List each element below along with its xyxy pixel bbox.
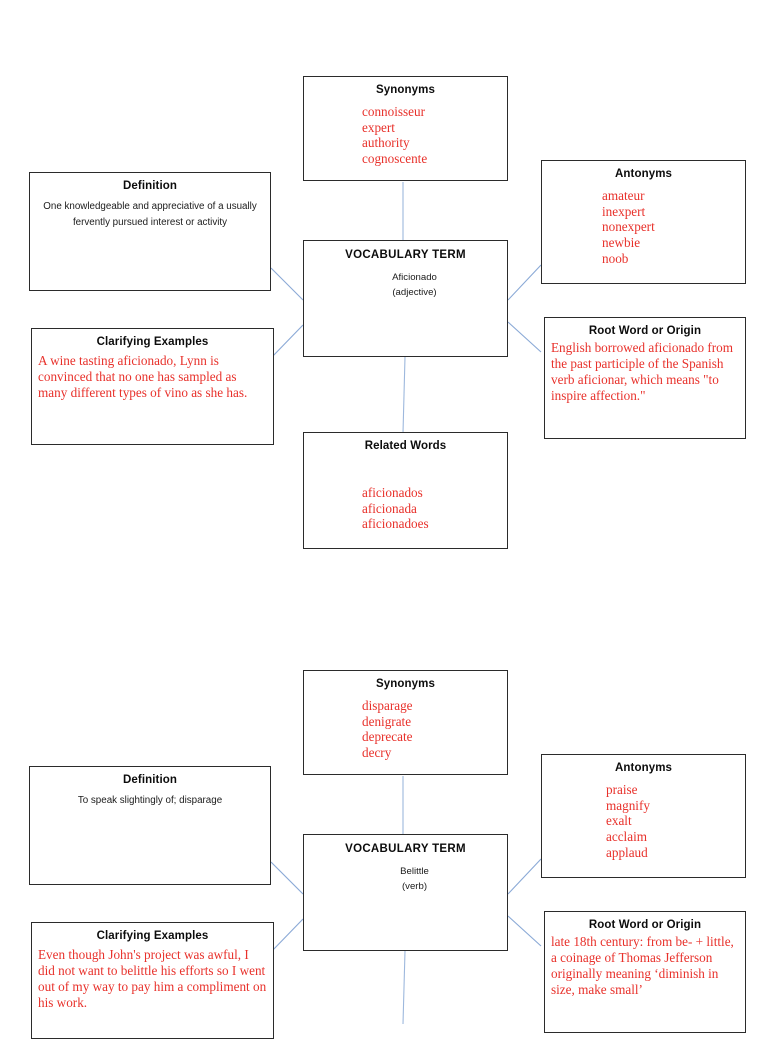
vocabulary-term-part-of-speech: (adjective) xyxy=(392,286,437,298)
antonyms-list: praise magnify exalt acclaim applaud xyxy=(542,775,745,860)
root-word-text: late 18th century: from be- + little, a … xyxy=(551,934,734,997)
antonyms-list: amateur inexpert nonexpert newbie noob xyxy=(542,181,745,266)
related-word-item: aficionadoes xyxy=(362,516,429,532)
antonym-item: nonexpert xyxy=(602,219,655,235)
synonyms-box-belittle: Synonyms disparage denigrate deprecate d… xyxy=(303,670,508,775)
definition-box-belittle: Definition To speak slightingly of; disp… xyxy=(29,766,271,885)
clarifying-examples-title: Clarifying Examples xyxy=(96,930,209,942)
clarifying-examples-box-aficionado: Clarifying Examples A wine tasting afici… xyxy=(31,328,274,445)
synonym-item: connoisseur xyxy=(362,104,425,120)
synonym-item: disparage xyxy=(362,698,413,714)
related-words-list: aficionados aficionada aficionadoes xyxy=(304,453,507,532)
antonym-item: acclaim xyxy=(606,828,647,844)
related-word-item: aficionada xyxy=(362,500,417,516)
vocabulary-term-title: VOCABULARY TERM xyxy=(345,843,466,855)
synonyms-list: disparage denigrate deprecate decry xyxy=(304,691,507,760)
antonym-item: praise xyxy=(606,782,638,798)
antonyms-box-belittle: Antonyms praise magnify exalt acclaim ap… xyxy=(541,754,746,878)
synonym-item: denigrate xyxy=(362,713,412,729)
definition-box-aficionado: Definition One knowledgeable and appreci… xyxy=(29,172,271,291)
synonyms-title: Synonyms xyxy=(376,84,435,96)
definition-title: Definition xyxy=(122,774,178,786)
antonym-item: applaud xyxy=(606,844,648,860)
definition-text: To speak slightingly of; disparage xyxy=(77,795,223,807)
synonym-item: decry xyxy=(362,744,392,760)
vocabulary-term-word: Aficionado xyxy=(392,272,437,284)
root-word-box-belittle: Root Word or Origin late 18th century: f… xyxy=(544,911,746,1033)
root-word-text: English borrowed aficionado from the pas… xyxy=(551,340,734,403)
antonyms-title: Antonyms xyxy=(614,762,673,774)
synonym-item: cognoscente xyxy=(362,150,428,166)
synonyms-title: Synonyms xyxy=(376,678,435,690)
synonym-item: authority xyxy=(362,135,410,151)
related-words-title: Related Words xyxy=(364,440,447,452)
antonym-item: amateur xyxy=(602,188,645,204)
synonyms-list: connoisseur expert authority cognoscente xyxy=(304,97,507,166)
synonym-item: expert xyxy=(362,119,395,135)
related-words-box-aficionado: Related Words aficionados aficionada afi… xyxy=(303,432,508,549)
root-word-box-aficionado: Root Word or Origin English borrowed afi… xyxy=(544,317,746,439)
synonym-item: deprecate xyxy=(362,729,413,745)
root-word-title: Root Word or Origin xyxy=(588,325,702,337)
definition-title: Definition xyxy=(122,180,178,192)
vocabulary-term-part-of-speech: (verb) xyxy=(401,880,428,892)
clarifying-examples-box-belittle: Clarifying Examples Even though John's p… xyxy=(31,922,274,1039)
vocabulary-term-title: VOCABULARY TERM xyxy=(345,249,466,261)
vocabulary-term-box-belittle: VOCABULARY TERM Belittle (verb) xyxy=(303,834,508,951)
antonym-item: newbie xyxy=(602,234,641,250)
antonym-item: noob xyxy=(602,250,629,266)
definition-text: One knowledgeable and appreciative of a … xyxy=(43,201,257,229)
clarifying-examples-text: Even though John's project was awful, I … xyxy=(38,947,267,1010)
clarifying-examples-title: Clarifying Examples xyxy=(96,336,209,348)
antonyms-title: Antonyms xyxy=(614,168,673,180)
antonym-item: magnify xyxy=(606,797,650,813)
antonyms-box-aficionado: Antonyms amateur inexpert nonexpert newb… xyxy=(541,160,746,284)
antonym-item: inexpert xyxy=(602,203,646,219)
vocabulary-term-word: Belittle xyxy=(400,866,429,878)
related-word-item: aficionados xyxy=(362,485,423,501)
clarifying-examples-text: A wine tasting aficionado, Lynn is convi… xyxy=(38,353,248,400)
vocabulary-term-box-aficionado: VOCABULARY TERM Aficionado (adjective) xyxy=(303,240,508,357)
antonym-item: exalt xyxy=(606,813,632,829)
root-word-title: Root Word or Origin xyxy=(588,919,702,931)
synonyms-box-aficionado: Synonyms connoisseur expert authority co… xyxy=(303,76,508,181)
